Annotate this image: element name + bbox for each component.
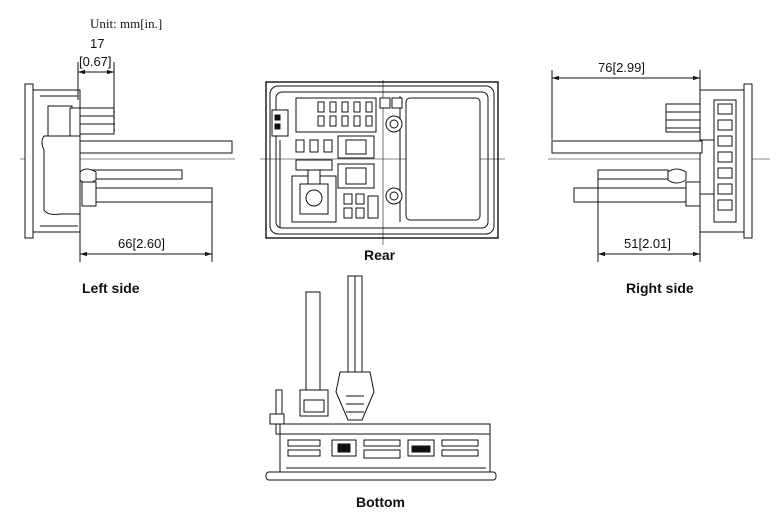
- left-top-dimension-in: [0.67]: [79, 54, 112, 69]
- left-side-view-label: Left side: [82, 280, 140, 296]
- left-top-dimension-mm: 17: [90, 36, 105, 51]
- bottom-view-label: Bottom: [356, 494, 405, 510]
- unit-label: Unit: mm[in.]: [90, 16, 163, 31]
- bottom-view: [265, 275, 497, 481]
- right-side-view-label: Right side: [626, 280, 694, 296]
- rear-view: [260, 80, 505, 245]
- rear-view-label: Rear: [364, 247, 396, 263]
- right-top-dimension: 76[2.99]: [598, 60, 645, 75]
- left-side-view: [20, 62, 235, 262]
- left-bottom-dimension: 66[2.60]: [118, 236, 165, 251]
- right-side-view: [548, 70, 770, 262]
- right-bottom-dimension: 51[2.01]: [624, 236, 671, 251]
